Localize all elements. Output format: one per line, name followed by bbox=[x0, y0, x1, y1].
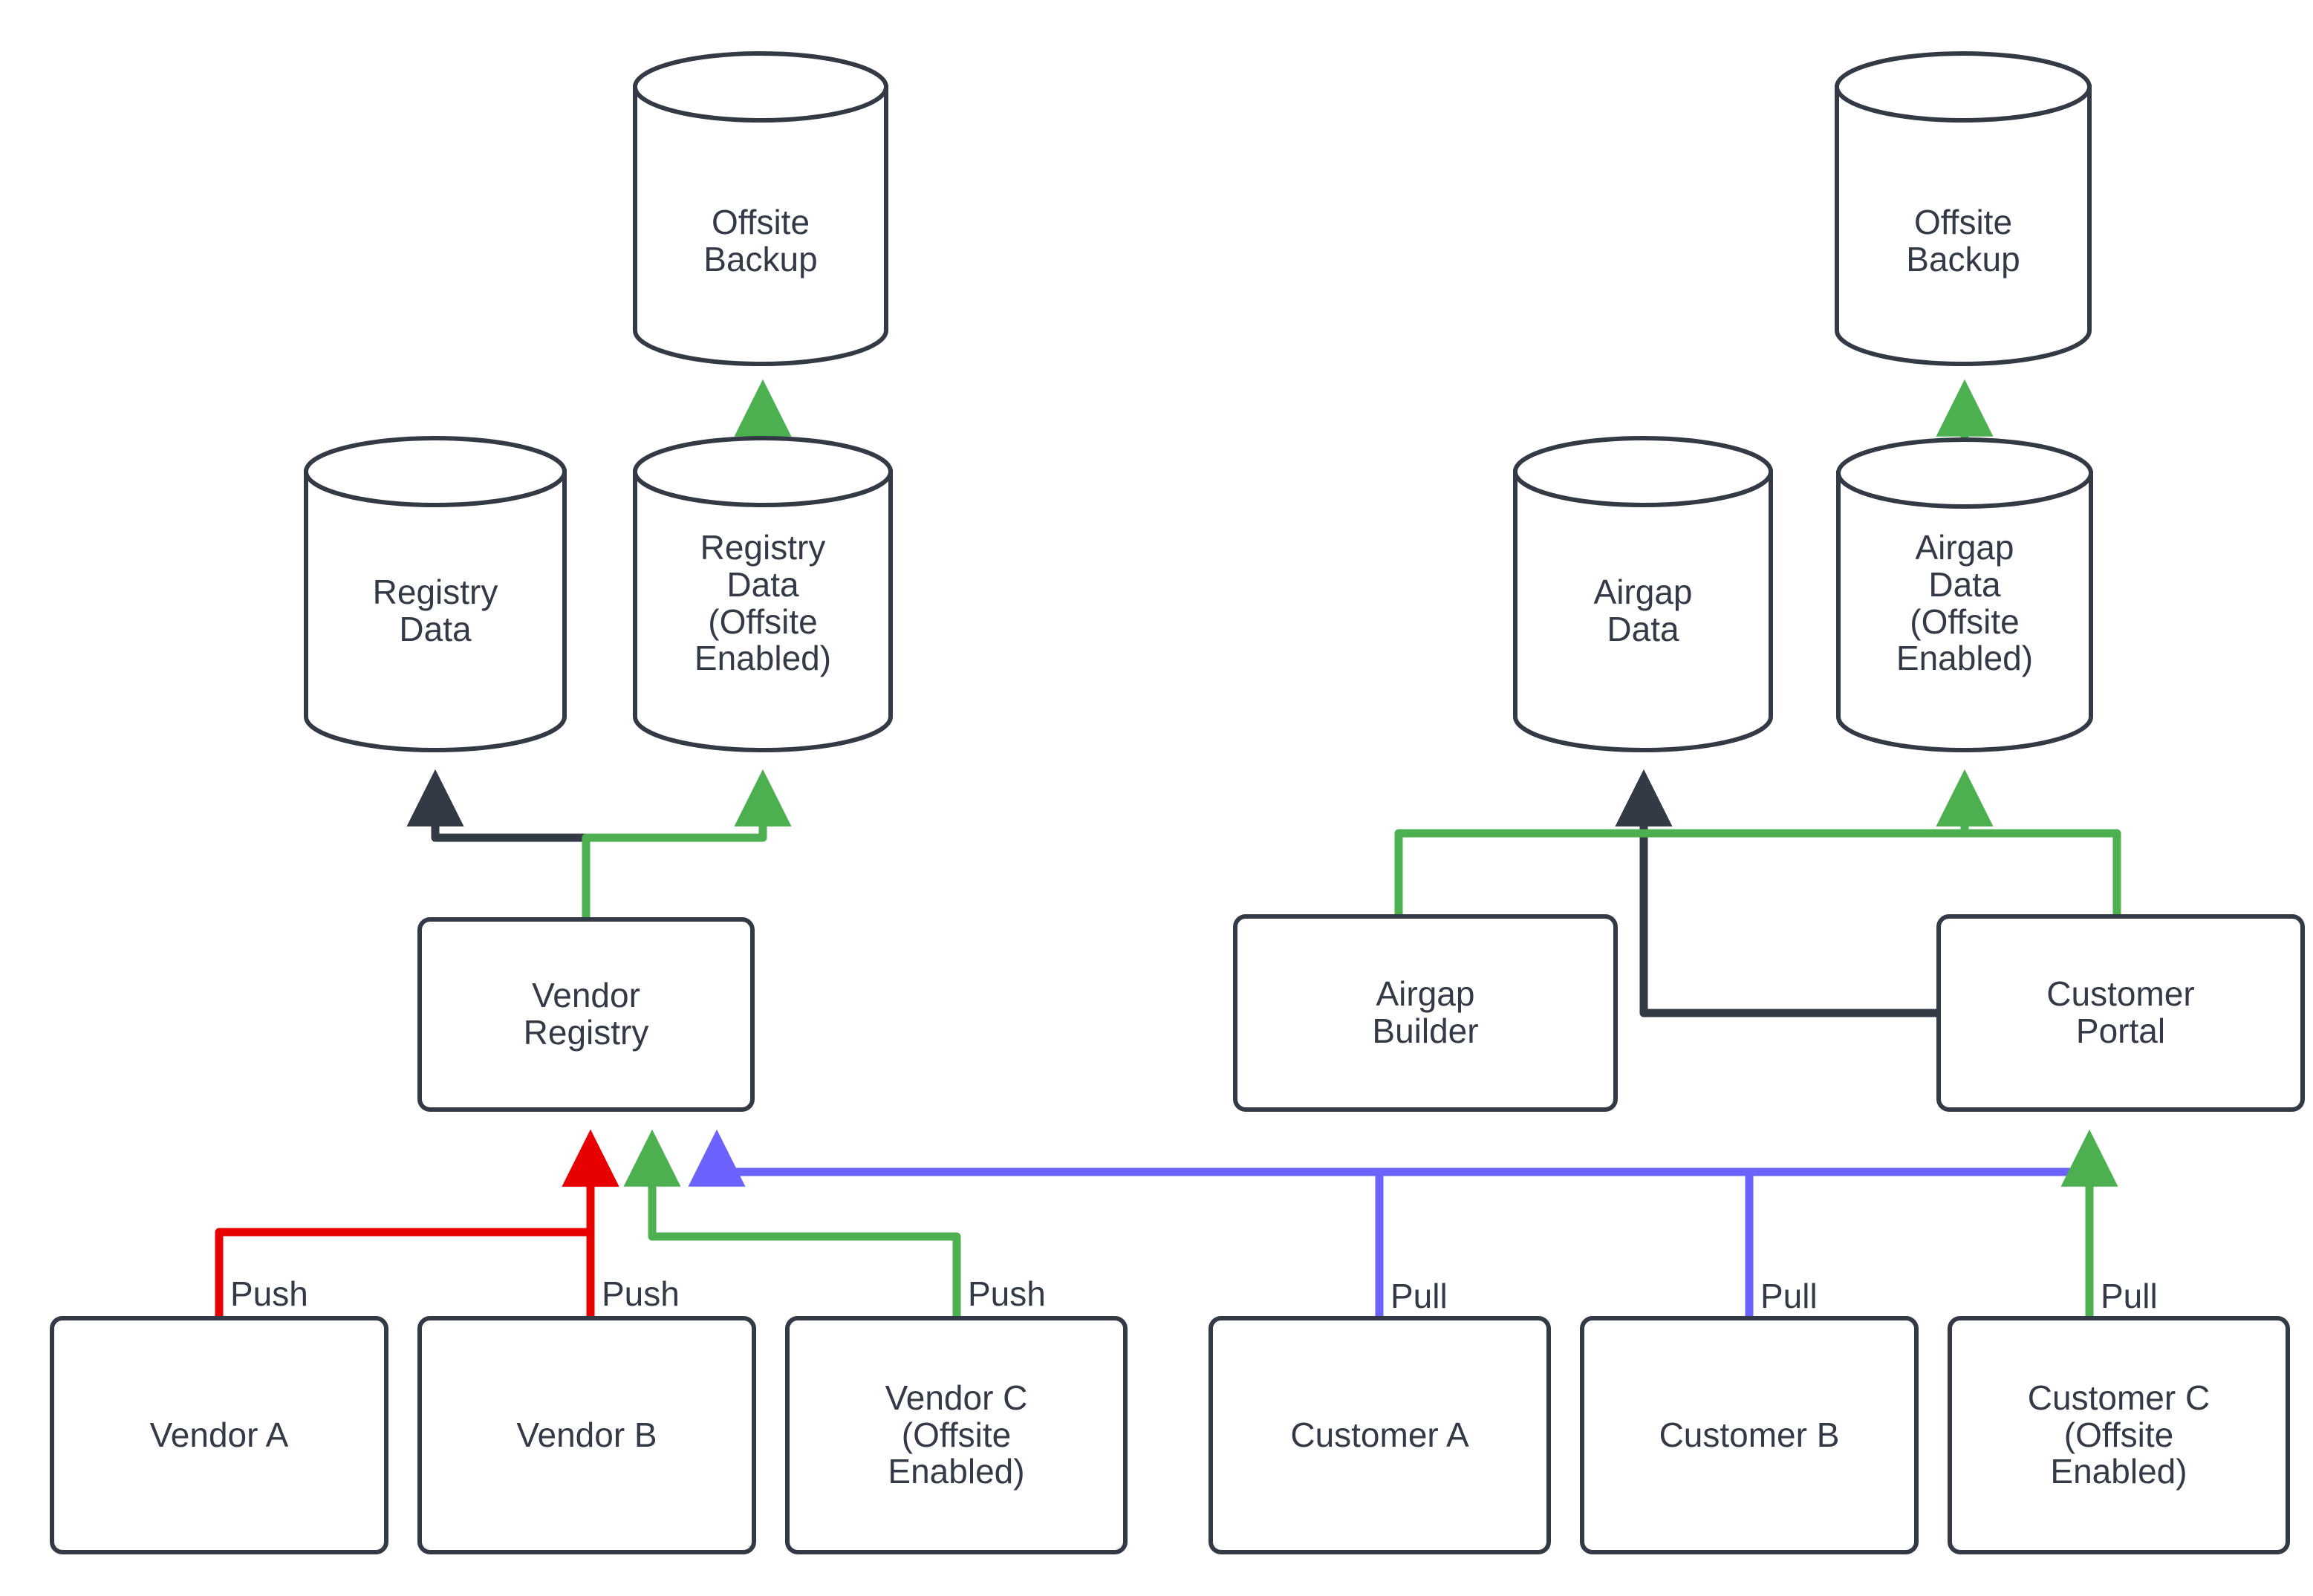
node-vendor-b[interactable] bbox=[417, 1316, 756, 1554]
node-vendor-c[interactable] bbox=[785, 1316, 1128, 1554]
node-airgap-data-offsite[interactable] bbox=[1836, 437, 2093, 752]
node-registry-data[interactable] bbox=[304, 436, 567, 752]
edge-label-vendor-a-push: Push bbox=[230, 1274, 308, 1313]
node-vendor-registry[interactable] bbox=[417, 917, 755, 1112]
node-offsite-backup-right[interactable] bbox=[1835, 51, 2092, 366]
node-customer-a[interactable] bbox=[1208, 1316, 1551, 1554]
node-vendor-a[interactable] bbox=[50, 1316, 388, 1554]
edge-label-customer-b-pull: Pull bbox=[1760, 1277, 1818, 1315]
edge-airgap-builder-to-airgap-offsite bbox=[1394, 769, 1994, 921]
edge-customer-portal-to-airgap-data bbox=[1615, 769, 1943, 1017]
edge-vendor-c-push bbox=[623, 1129, 961, 1323]
node-airgap-builder[interactable] bbox=[1233, 914, 1618, 1112]
edge-customer-portal-to-airgap-offsite bbox=[1960, 829, 2121, 921]
node-customer-c[interactable] bbox=[1948, 1316, 2290, 1554]
node-offsite-backup-left[interactable] bbox=[633, 51, 888, 366]
edge-label-customer-c-pull: Pull bbox=[2101, 1277, 2158, 1315]
edge-label-vendor-c-push: Push bbox=[968, 1274, 1046, 1313]
node-registry-data-offsite[interactable] bbox=[633, 436, 893, 752]
node-airgap-data[interactable] bbox=[1513, 436, 1773, 752]
edge-label-vendor-b-push: Push bbox=[602, 1274, 680, 1313]
node-customer-b[interactable] bbox=[1580, 1316, 1919, 1554]
edge-label-customer-a-pull: Pull bbox=[1390, 1277, 1448, 1315]
node-customer-portal[interactable] bbox=[1936, 914, 2305, 1112]
edge-vendor-registry-to-registry-data-offsite bbox=[582, 769, 792, 924]
